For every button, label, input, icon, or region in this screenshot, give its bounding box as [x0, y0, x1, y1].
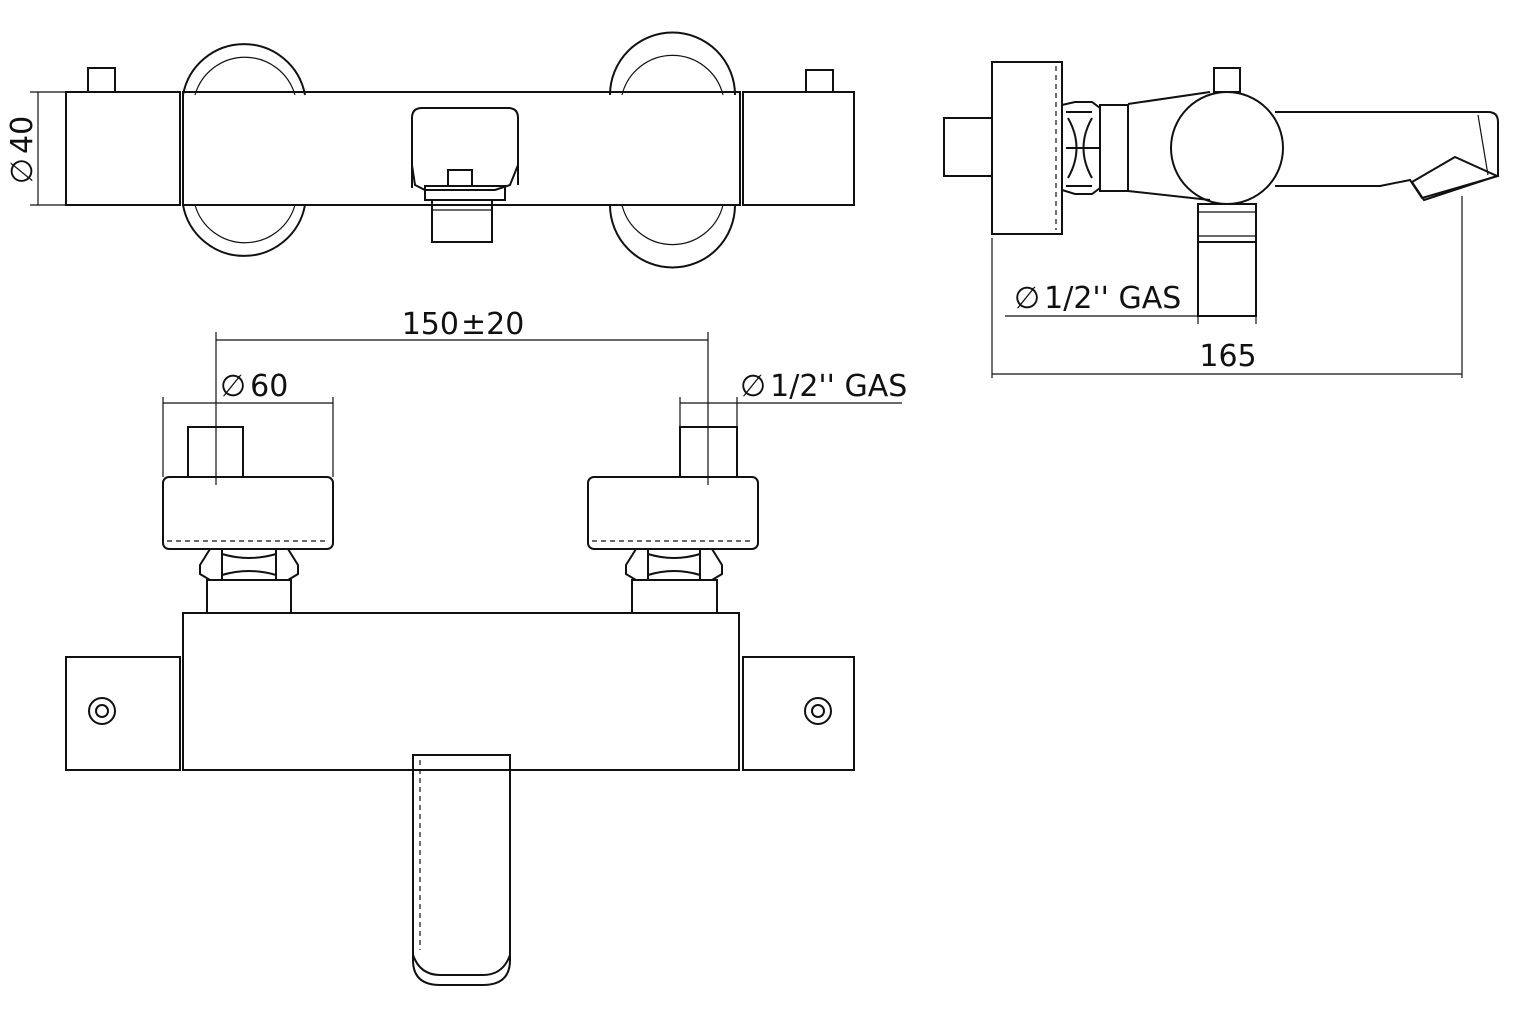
- front-view: 150±20 ∅60 ∅1/2'' GAS: [65, 307, 907, 986]
- top-outlet-flare: [411, 164, 519, 191]
- left-hex-nut: [199, 548, 299, 581]
- top-left-pin: [87, 67, 116, 93]
- diameter-symbol: ∅: [5, 158, 40, 184]
- top-left-cap: [65, 91, 181, 206]
- diameter-symbol: ∅: [1014, 281, 1040, 316]
- side-top-pin: [1213, 67, 1241, 93]
- side-flange: [991, 61, 1063, 235]
- right-hex-nut: [625, 548, 723, 581]
- left-knob-bottom-arc: [182, 204, 306, 257]
- label-150: 150±20: [402, 307, 525, 342]
- value-side-gas: 1/2'' GAS: [1044, 281, 1181, 316]
- top-right-pin: [805, 69, 834, 93]
- left-knob-top-arc: [182, 43, 306, 96]
- top-outlet-nozzle: [431, 199, 493, 243]
- left-flange: [162, 476, 334, 550]
- label-diameter-60: ∅60: [220, 369, 288, 404]
- top-view: ∅ 40: [5, 31, 855, 269]
- label-side-gas: ∅1/2'' GAS: [1014, 281, 1181, 316]
- left-connector: [206, 579, 292, 614]
- value-front-gas: 1/2'' GAS: [770, 369, 907, 404]
- left-knob-screw: [88, 697, 116, 725]
- screw-center: [95, 704, 109, 718]
- right-hex-detail: [647, 549, 701, 580]
- left-hex-detail: [221, 549, 277, 580]
- value-40: 40: [5, 116, 40, 154]
- side-body-taper: [1127, 91, 1211, 201]
- top-body: [182, 91, 741, 206]
- front-body: [182, 612, 740, 771]
- side-spout-tip: [1410, 155, 1500, 202]
- label-165: 165: [1199, 339, 1256, 374]
- left-knob-inner: [194, 56, 296, 244]
- spout-edge: [1477, 114, 1489, 176]
- top-outlet-tab: [447, 169, 473, 187]
- side-inlet-pipe: [1197, 241, 1257, 317]
- label-front-gas: ∅1/2'' GAS: [740, 369, 907, 404]
- right-flange: [587, 476, 759, 550]
- top-outlet-ring: [424, 185, 506, 201]
- svg-text:∅40: ∅ 40: [5, 116, 40, 184]
- tolerance-20: ±20: [461, 307, 524, 342]
- side-body-circle: [1170, 91, 1284, 205]
- side-wall-stub: [943, 117, 993, 177]
- right-knob-top-arc: [609, 31, 736, 96]
- front-right-knob: [742, 656, 855, 771]
- diameter-symbol: ∅: [740, 369, 766, 404]
- front-left-knob: [65, 656, 181, 771]
- top-outlet-housing: [411, 107, 519, 188]
- front-spout: [412, 755, 511, 986]
- side-connector: [1099, 104, 1129, 192]
- right-knob-inner: [621, 54, 724, 246]
- right-knob-bottom-arc: [609, 204, 736, 269]
- side-spout: [1275, 111, 1499, 200]
- side-view: ∅1/2'' GAS 165: [943, 61, 1500, 378]
- label-diameter-40: ∅ 40: [5, 116, 40, 184]
- right-knob-screw: [804, 697, 832, 725]
- spout-lip: [412, 954, 511, 976]
- spout-top: [412, 754, 511, 770]
- screw-center: [811, 704, 825, 718]
- value-150: 150: [402, 307, 459, 342]
- value-60: 60: [250, 369, 288, 404]
- right-connector: [631, 579, 718, 614]
- side-hex-detail: [1066, 111, 1093, 187]
- top-right-cap: [742, 91, 855, 206]
- diameter-symbol: ∅: [220, 369, 246, 404]
